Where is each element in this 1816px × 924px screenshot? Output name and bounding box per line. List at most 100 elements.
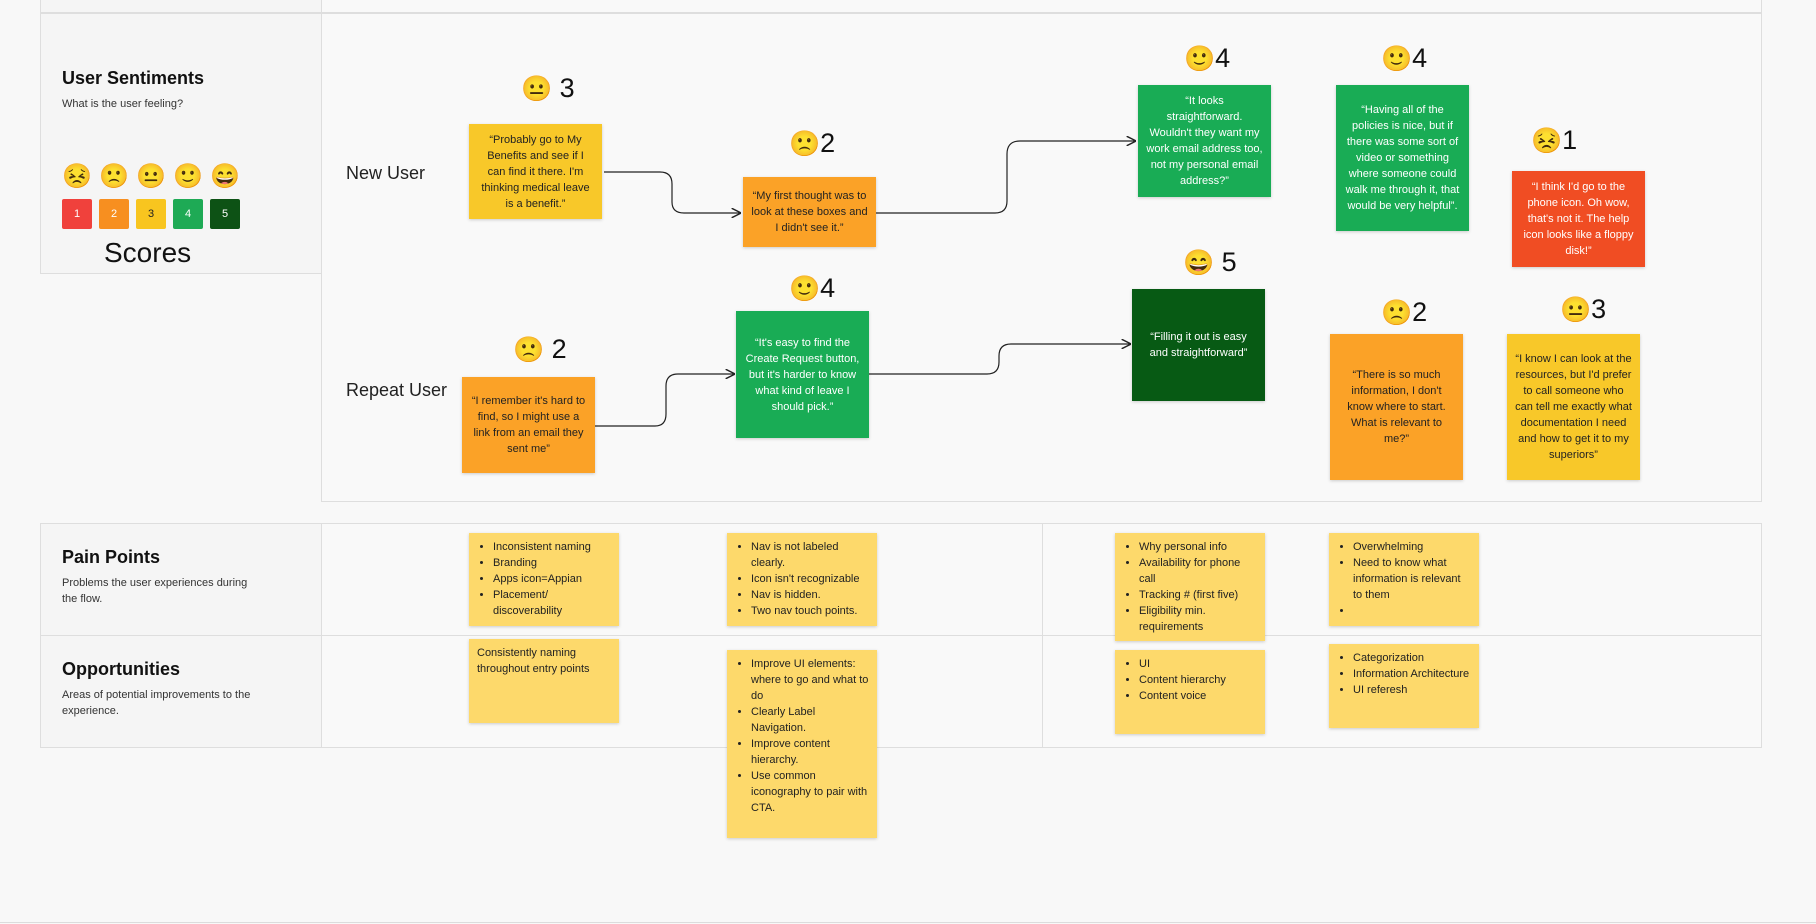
frowning-face-icon: 🙁 (1381, 299, 1413, 327)
smiling-face-icon: 🙂 (1381, 45, 1413, 73)
score-value: 1 (1562, 125, 1578, 155)
pain-points-title: Pain Points (62, 547, 161, 567)
score-new-4: 🙂4 (1381, 42, 1427, 75)
quote-repeat-2: “It's easy to find the Create Request bu… (736, 311, 869, 438)
list-item: Clearly Label Navigation. (751, 704, 869, 736)
opportunities-area-left (321, 635, 1043, 748)
list-item: Need to know what information is relevan… (1353, 555, 1471, 603)
sentiments-legend-panel (40, 13, 322, 274)
pain-point-note-2: Nav is not labeled clearly. Icon isn't r… (727, 533, 877, 626)
list-item: Nav is not labeled clearly. (751, 539, 869, 571)
neutral-face-icon: 😐 (521, 75, 553, 103)
neutral-face-icon: 😐 (1560, 296, 1592, 324)
smiling-face-icon: 🙂 (1184, 45, 1216, 73)
pain-point-note-4: Overwhelming Need to know what informati… (1329, 533, 1479, 626)
quote-repeat-5: “I know I can look at the resources, but… (1507, 334, 1640, 480)
score-badge-3: 3 (136, 199, 166, 229)
quote-new-5: “I think I'd go to the phone icon. Oh wo… (1512, 171, 1645, 267)
opportunity-note-2: Improve UI elements: where to go and wha… (727, 650, 877, 838)
list-item: Improve UI elements: where to go and wha… (751, 656, 869, 704)
frowning-face-icon: 🙁 (789, 130, 821, 158)
persevering-face-icon: 😣 (62, 163, 92, 190)
list-item: UI referesh (1353, 682, 1471, 698)
list-item: Availability for phone call (1139, 555, 1257, 587)
score-repeat-5: 😐3 (1560, 293, 1606, 326)
list-item: Nav is hidden. (751, 587, 869, 603)
opportunities-title: Opportunities (62, 659, 180, 679)
pain-point-note-3: Why personal info Availability for phone… (1115, 533, 1265, 641)
score-value: 4 (820, 273, 836, 303)
opportunity-note-1: Consistently naming throughout entry poi… (469, 639, 619, 723)
quote-repeat-1: “I remember it's hard to find, so I migh… (462, 377, 595, 473)
score-value: 4 (1215, 43, 1231, 73)
quote-new-4: “Having all of the policies is nice, but… (1336, 85, 1469, 231)
list-item: Placement/ discoverability (493, 587, 611, 619)
score-value: 3 (1591, 294, 1607, 324)
pain-points-description: Problems the user experiences during the… (62, 577, 248, 605)
connector-repeat-2 (869, 344, 1130, 375)
smiling-face-icon: 🙂 (173, 163, 203, 190)
score-new-2: 🙁2 (789, 127, 835, 160)
neutral-face-icon: 😐 (136, 163, 166, 190)
pain-points-area-left (321, 523, 1043, 636)
persevering-face-icon: 😣 (1531, 127, 1563, 155)
scores-label: Scores (104, 237, 192, 268)
list-item: Improve content hierarchy. (751, 736, 869, 768)
score-repeat-4: 🙁2 (1381, 296, 1427, 329)
score-value: 5 (1221, 247, 1237, 277)
quote-repeat-3: “Filling it out is easy and straightforw… (1132, 289, 1265, 401)
quote-new-1: “Probably go to My Benefits and see if I… (469, 124, 602, 219)
list-item: Use common iconography to pair with CTA. (751, 768, 869, 816)
quote-repeat-4: “There is so much information, I don't k… (1330, 334, 1463, 480)
quote-new-2: “My first thought was to look at these b… (743, 177, 876, 247)
list-item: Eligibility min. requirements (1139, 603, 1257, 635)
bottom-divider (0, 922, 1816, 923)
list-item (1353, 603, 1471, 619)
score-value: 2 (1412, 297, 1428, 327)
row-label-new-user: New User (346, 163, 426, 183)
grinning-face-icon: 😄 (1183, 249, 1215, 277)
score-value: 2 (820, 128, 836, 158)
connector-new-2 (876, 141, 1135, 214)
pain-point-note-1: Inconsistent naming Branding Apps icon=A… (469, 533, 619, 626)
score-badge-5: 5 (210, 199, 240, 229)
sentiments-title: User Sentiments (62, 68, 205, 88)
quote-new-3: “It looks straightforward. Wouldn't they… (1138, 85, 1271, 197)
list-item: Why personal info (1139, 539, 1257, 555)
list-item: Overwhelming (1353, 539, 1471, 555)
frowning-face-icon: 🙁 (99, 163, 129, 190)
list-item: Icon isn't recognizable (751, 571, 869, 587)
top-strip (321, 0, 1762, 13)
list-item: Apps icon=Appian (493, 571, 611, 587)
frowning-face-icon: 🙁 (513, 336, 545, 364)
row-label-repeat-user: Repeat User (346, 380, 448, 400)
score-value: 2 (551, 334, 567, 364)
score-repeat-2: 🙂4 (789, 272, 835, 305)
score-badge-4: 4 (173, 199, 203, 229)
list-item: Information Architecture (1353, 666, 1471, 682)
score-new-3: 🙂4 (1184, 42, 1230, 75)
score-badge-2: 2 (99, 199, 129, 229)
sentiments-description: What is the user feeling? (62, 98, 184, 110)
connector-new-1 (604, 171, 740, 213)
list-item: Inconsistent naming (493, 539, 611, 555)
opportunity-note-4: Categorization Information Architecture … (1329, 644, 1479, 728)
smiling-face-icon: 🙂 (789, 275, 821, 303)
connector-repeat-1 (594, 374, 734, 427)
list-item: Content hierarchy (1139, 672, 1257, 688)
list-item: Two nav touch points. (751, 603, 869, 619)
score-repeat-3: 😄 5 (1183, 246, 1237, 279)
opportunity-note-3: UI Content hierarchy Content voice (1115, 650, 1265, 734)
score-value: 4 (1412, 43, 1428, 73)
grinning-face-icon: 😄 (210, 163, 240, 190)
score-new-5: 😣1 (1531, 124, 1577, 157)
score-badge-1: 1 (62, 199, 92, 229)
list-item: Branding (493, 555, 611, 571)
score-repeat-1: 🙁 2 (513, 333, 567, 366)
list-item: Categorization (1353, 650, 1471, 666)
list-item: Tracking # (first five) (1139, 587, 1257, 603)
list-item: UI (1139, 656, 1257, 672)
score-value: 3 (559, 73, 575, 103)
list-item: Content voice (1139, 688, 1257, 704)
